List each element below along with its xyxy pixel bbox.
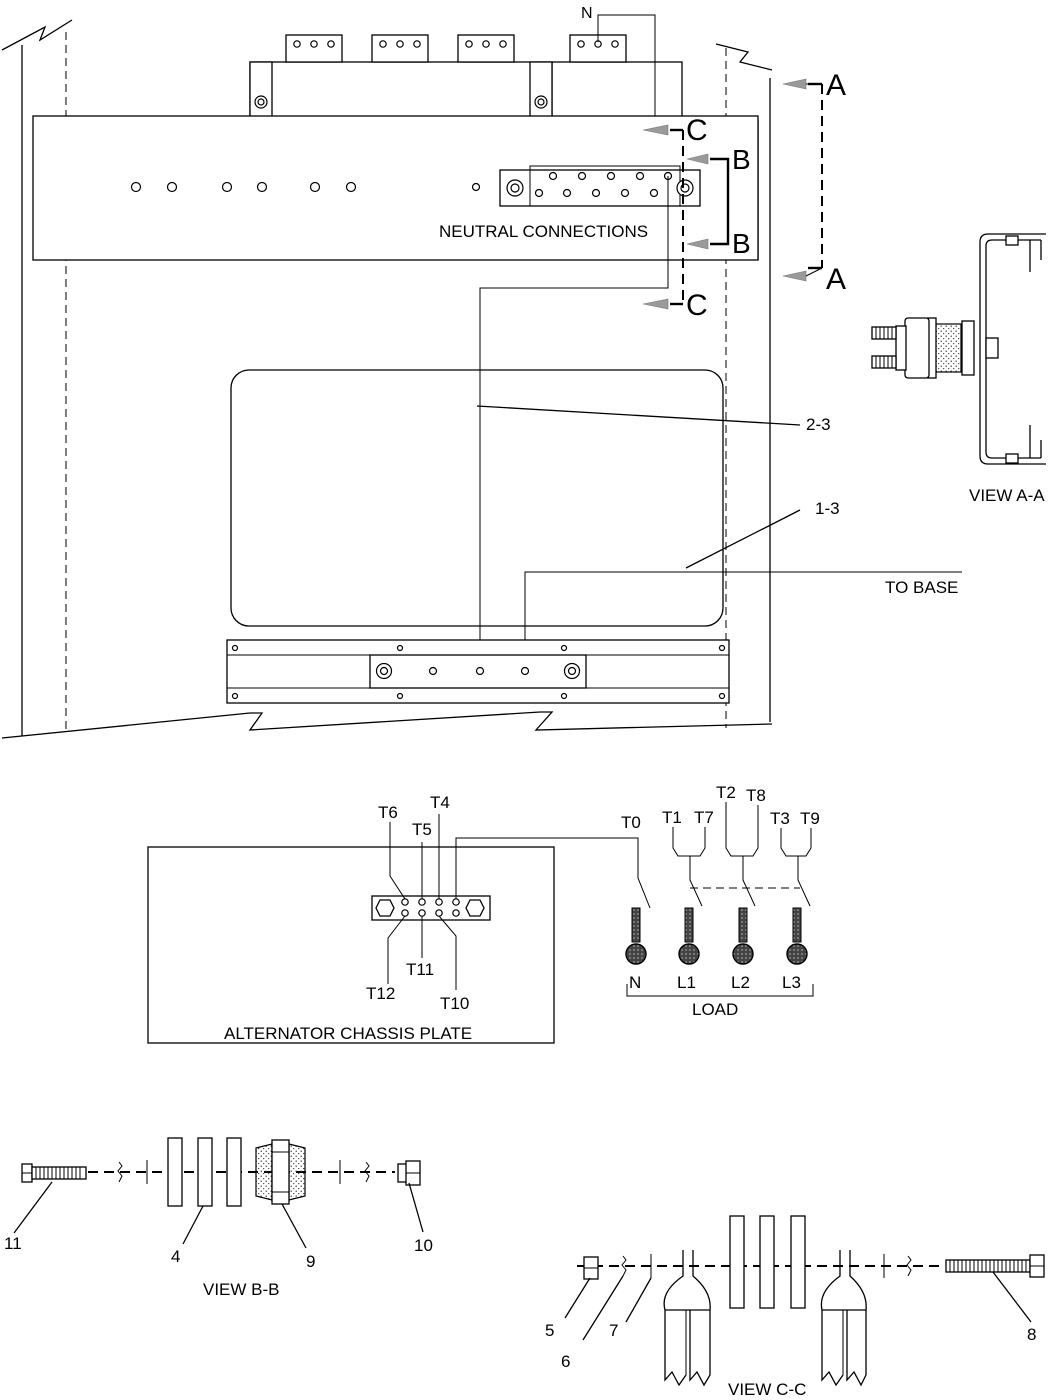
section-a-marker: A A (782, 69, 846, 296)
bolt-part-11 (21, 1163, 87, 1183)
section-b-marker: B B (686, 144, 751, 259)
load-lug-n (625, 907, 647, 965)
terminal-t8: T8 (746, 786, 766, 805)
bolt-part-8 (945, 1254, 1045, 1278)
part-7: 7 (609, 1321, 618, 1340)
insulator-part-9 (255, 1139, 306, 1205)
section-c-marker: C C (642, 114, 708, 322)
terminal-t0: T0 (621, 813, 641, 832)
terminal-t9: T9 (800, 809, 820, 828)
section-c-label-top: C (686, 114, 708, 147)
n-top-label: N (581, 5, 593, 22)
section-b-label-bottom: B (732, 228, 751, 259)
load-lug-l2 (732, 907, 754, 965)
part-6: 6 (561, 1352, 570, 1371)
top-assembly: N NEUTRAL CONNECTIONS (1, 5, 962, 739)
terminal-strip-2 (371, 34, 429, 63)
terminal-t1: T1 (662, 808, 682, 827)
neutral-connections-label: NEUTRAL CONNECTIONS (439, 222, 648, 241)
section-a-label-top: A (826, 69, 846, 102)
terminal-t5: T5 (412, 820, 432, 839)
section-c-label-bottom: C (686, 289, 708, 322)
terminal-t10: T10 (440, 994, 469, 1013)
terminal-strip-3 (457, 34, 515, 63)
alternator-schematic: ALTERNATOR CHASSIS PLATE T6 T5 T4 T0 T12… (147, 783, 820, 1044)
part-11: 11 (4, 1234, 22, 1253)
lower-mounting-rail (226, 639, 730, 704)
load-lug-l3 (786, 907, 808, 965)
terminal-t4: T4 (430, 793, 450, 812)
terminal-t6: T6 (378, 803, 398, 822)
part-8: 8 (1027, 1325, 1036, 1344)
load-label: LOAD (692, 1000, 738, 1019)
terminal-strip-1 (285, 34, 343, 63)
part-10: 10 (414, 1236, 433, 1255)
alternator-chassis-plate-label: ALTERNATOR CHASSIS PLATE (224, 1024, 472, 1043)
load-l1-label: L1 (677, 973, 696, 992)
terminal-t12: T12 (366, 984, 395, 1003)
view-c-c: 5 6 7 8 VIEW C-C (545, 1215, 1045, 1399)
view-b-b-label: VIEW B-B (203, 1280, 280, 1299)
panel-opening (230, 369, 724, 627)
ref-1-3-label: 1-3 (815, 499, 840, 518)
load-l3-label: L3 (782, 973, 801, 992)
alternator-chassis-plate (147, 846, 555, 1044)
view-a-a: VIEW A-A (871, 233, 1046, 505)
cable-lug-left (663, 1250, 711, 1387)
view-b-b: 11 4 9 10 VIEW B-B (4, 1137, 433, 1299)
ref-2-3-label: 2-3 (806, 415, 831, 434)
to-base-label: TO BASE (885, 578, 958, 597)
part-5: 5 (545, 1321, 554, 1340)
section-b-label-top: B (732, 144, 751, 175)
terminal-t11: T11 (406, 960, 434, 979)
view-c-c-label: VIEW C-C (728, 1380, 806, 1399)
terminal-t7: T7 (694, 808, 714, 827)
view-a-a-label: VIEW A-A (969, 486, 1045, 505)
load-lug-l1 (678, 907, 700, 965)
terminal-t2: T2 (716, 783, 736, 802)
section-a-label-bottom: A (826, 263, 846, 296)
neutral-bus-bar (499, 165, 701, 207)
part-4: 4 (171, 1247, 180, 1266)
cable-lug-right (820, 1250, 867, 1387)
part-9: 9 (306, 1252, 315, 1271)
load-n-label: N (629, 973, 641, 992)
load-l2-label: L2 (731, 973, 750, 992)
terminal-t3: T3 (770, 809, 790, 828)
